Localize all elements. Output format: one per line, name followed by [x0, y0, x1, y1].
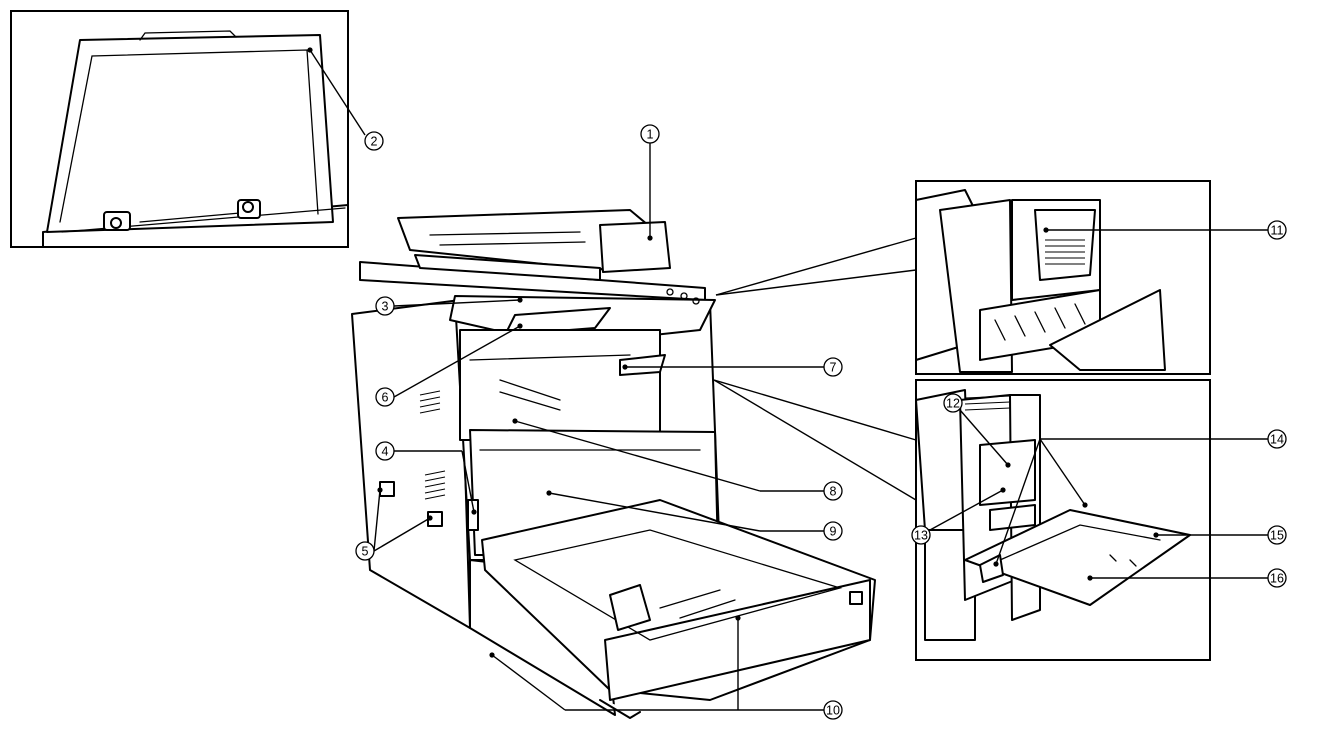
callout-11: 11 [1267, 220, 1287, 240]
callout-5-label: 5 [362, 545, 369, 559]
inset-connector-lines [713, 237, 917, 501]
callout-16: 16 [1267, 568, 1287, 588]
callout-6-label: 6 [382, 391, 389, 405]
callout-3-label: 3 [382, 300, 389, 314]
callout-15: 15 [1267, 525, 1287, 545]
callout-15-label: 15 [1270, 529, 1284, 543]
callout-2: 2 [364, 131, 384, 151]
callout-1-label: 1 [647, 128, 654, 142]
callout-3: 3 [375, 296, 395, 316]
callout-6: 6 [375, 387, 395, 407]
inset-right-side-top [915, 180, 1211, 375]
callout-4: 4 [375, 441, 395, 461]
callout-leader-dots [307, 47, 1159, 658]
callout-1: 1 [640, 124, 660, 144]
callout-12-label: 12 [946, 397, 960, 411]
callout-10-label: 10 [826, 704, 840, 718]
callout-10: 10 [823, 700, 843, 720]
callout-13-label: 13 [914, 529, 928, 543]
callout-11-label: 11 [1271, 224, 1284, 238]
callout-2-label: 2 [371, 135, 378, 149]
callout-9-label: 9 [830, 525, 837, 539]
callout-16-label: 16 [1270, 572, 1284, 586]
callout-4-label: 4 [382, 445, 389, 459]
callout-7-label: 7 [830, 361, 837, 375]
callout-8-label: 8 [830, 485, 837, 499]
callout-9: 9 [823, 521, 843, 541]
inset-document-cover [10, 10, 349, 248]
callout-13: 13 [911, 525, 931, 545]
callout-12: 12 [943, 393, 963, 413]
callout-14-label: 14 [1270, 433, 1284, 447]
inset-right-side-bottom [915, 379, 1211, 661]
callout-5: 5 [355, 541, 375, 561]
callout-14: 14 [1267, 429, 1287, 449]
callout-leaders [309, 49, 1268, 711]
callout-7: 7 [823, 357, 843, 377]
callout-8: 8 [823, 481, 843, 501]
